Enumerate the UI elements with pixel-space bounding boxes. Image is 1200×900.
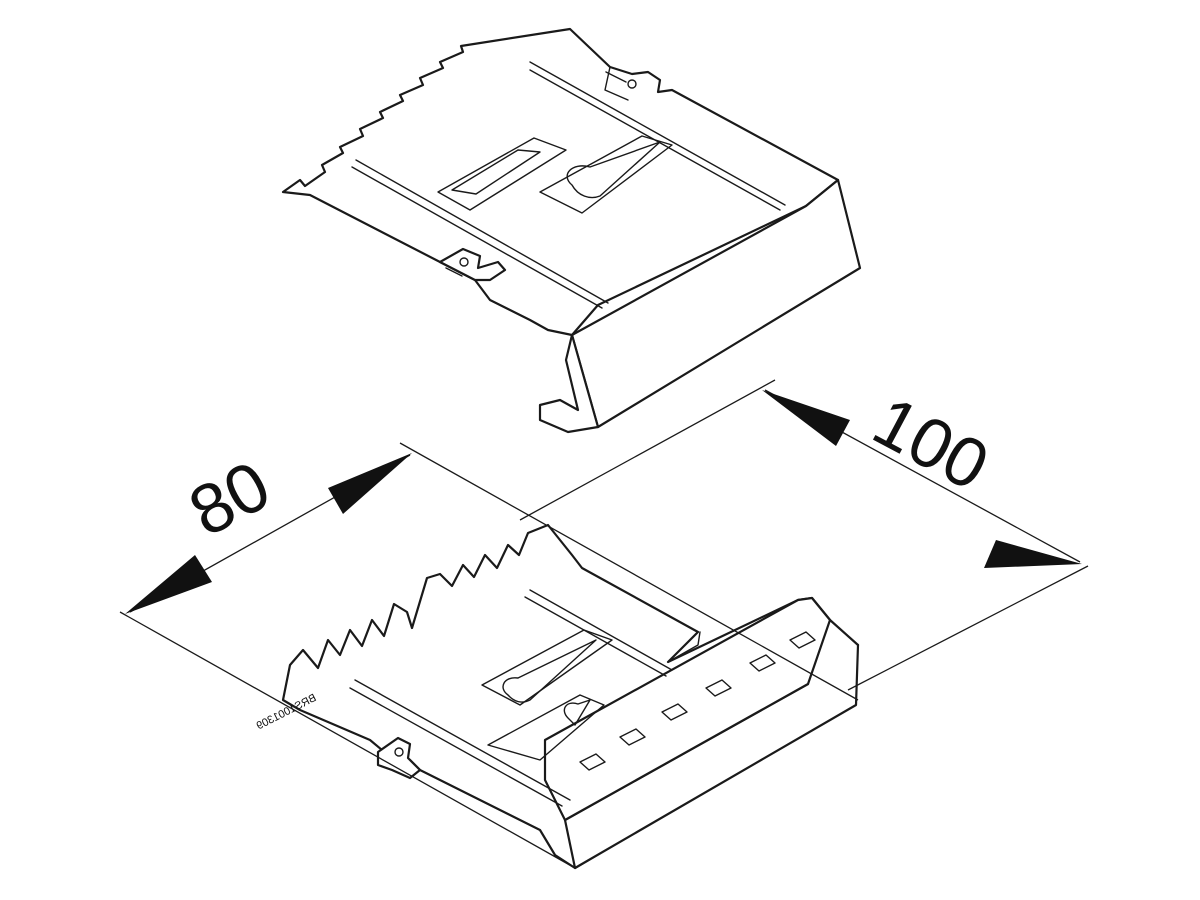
arrow-80-left [125, 555, 212, 614]
dimension-arrows [125, 390, 1082, 614]
dimension-lines [119, 379, 1089, 869]
upper-cover-part [281, 27, 862, 434]
arrow-100-left [762, 390, 850, 446]
arrow-80-right [328, 453, 412, 514]
lower-base-part: BRS1001309 [255, 523, 860, 870]
dimension-label-100: 100 [861, 382, 1001, 506]
arrow-100-right [984, 540, 1082, 568]
